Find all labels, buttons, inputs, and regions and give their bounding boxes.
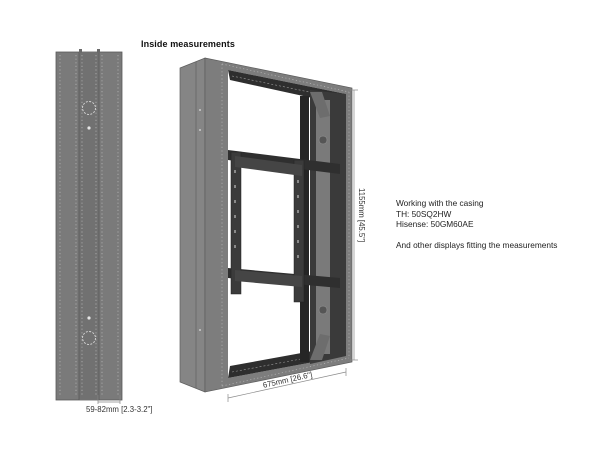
info-th-model: TH: 50SQ2HW <box>396 208 452 219</box>
dimension-lines <box>227 89 358 402</box>
info-other-displays: And other displays fitting the measureme… <box>396 239 558 250</box>
side-panel-view <box>55 49 123 404</box>
compatibility-info: Working with the casing TH: 50SQ2HW Hise… <box>396 198 557 250</box>
height-dimension-label: 1155mm [45.5"] <box>357 188 366 243</box>
casing-3d-view <box>179 57 353 393</box>
inside-measurements-heading: Inside measurements <box>141 39 235 49</box>
info-hisense-model: Hisense: 50GM60AE <box>396 219 474 229</box>
info-casing-line: Working with the casing <box>396 198 484 208</box>
depth-dimension-label: 59-82mm [2.3-3.2"] <box>86 405 153 414</box>
